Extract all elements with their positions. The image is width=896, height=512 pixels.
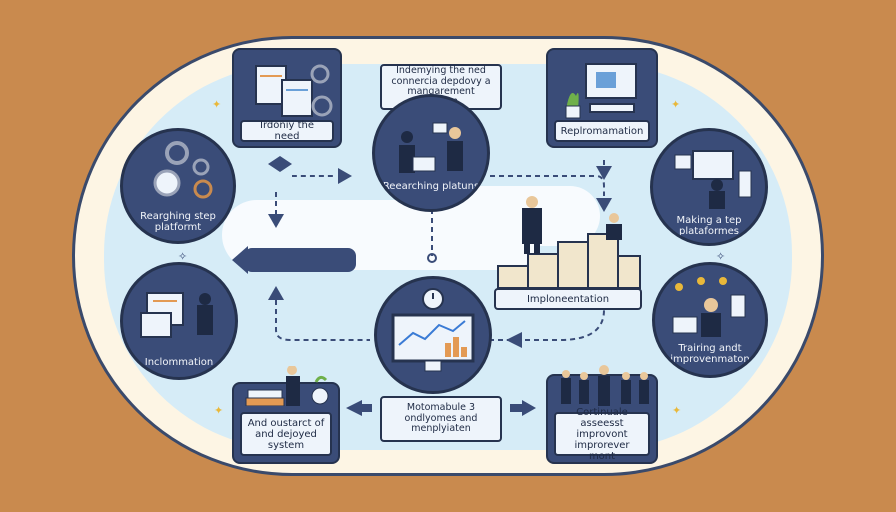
meeting-people-icon	[399, 122, 463, 173]
sparkle-icon: ✧	[716, 250, 726, 263]
node-making-step: Making a tep plataformes	[650, 128, 768, 246]
dashed-line	[490, 175, 605, 196]
star-icon: ✦	[214, 404, 224, 417]
node-replromamation: Replromamation	[546, 48, 658, 148]
node-researching-platforms: Reearching platuns	[372, 94, 490, 212]
node-implementation: Imploneentation	[494, 288, 642, 310]
star-icon: ✦	[671, 98, 681, 111]
node-researching-step: Rearghing step platformt	[120, 128, 236, 244]
node-dot	[427, 253, 437, 263]
books-person-icon	[245, 366, 329, 406]
stairs-implementation-icon	[497, 196, 641, 289]
presentation-board-icon	[140, 292, 213, 338]
node-identify-need: Irdoniy the need	[232, 48, 342, 148]
star-icon: ✦	[672, 404, 682, 417]
diamond-marker	[268, 156, 292, 172]
team-people-icon	[561, 365, 649, 406]
node-deployed-system: And oustarct of and dejoyed system	[232, 366, 340, 464]
node-label: Rearghing step platformt	[140, 211, 216, 233]
node-label: Irdoniy the need	[240, 120, 334, 142]
dashed-line	[275, 300, 370, 341]
node-label: Inclommation	[144, 357, 214, 368]
node-monitoring	[374, 276, 492, 394]
training-desk-icon	[672, 277, 746, 337]
arrow-head-left	[346, 400, 362, 416]
monitor-chart-icon	[391, 288, 475, 372]
documents-gears-icon	[255, 64, 333, 117]
node-inclommation: Inclommation	[120, 262, 238, 380]
arrow-head-down	[596, 198, 612, 212]
sparkle-icon: ✧	[178, 250, 188, 263]
dashed-line	[480, 309, 605, 341]
arrow-head-down	[596, 166, 612, 180]
node-continuous-assessment: Cortinuale asseesst improvont improrever…	[546, 365, 658, 464]
node-training-improvement: Trairing andt improvenmaton	[652, 262, 768, 378]
arrow-head-down	[268, 214, 284, 228]
node-label: Replromamation	[554, 120, 650, 142]
node-monitor-description: Motomabule 3 ondlyomes and menplyiaten	[380, 396, 502, 442]
gears-icon	[153, 141, 213, 199]
arrow-head-left	[506, 332, 522, 348]
arrow-head-right	[338, 168, 352, 184]
left-arrow-body	[244, 248, 356, 272]
node-label: And oustarct of and dejoyed system	[240, 412, 332, 456]
arrow-head-up	[268, 286, 284, 300]
node-label: Trairing andt improvenmaton	[670, 343, 750, 365]
arrow-shaft	[362, 404, 372, 412]
node-label: Making a tep plataformes	[676, 215, 742, 237]
left-arrow-head	[232, 246, 248, 274]
arrow-shaft	[510, 404, 522, 412]
node-label: Cortinuale asseesst improvont improrever…	[554, 407, 650, 462]
node-label: Reearching platuns	[382, 181, 480, 192]
workstation-icon	[674, 150, 752, 209]
star-icon: ✦	[212, 98, 222, 111]
computer-plant-icon	[565, 63, 637, 119]
arrow-head-right	[522, 400, 536, 416]
